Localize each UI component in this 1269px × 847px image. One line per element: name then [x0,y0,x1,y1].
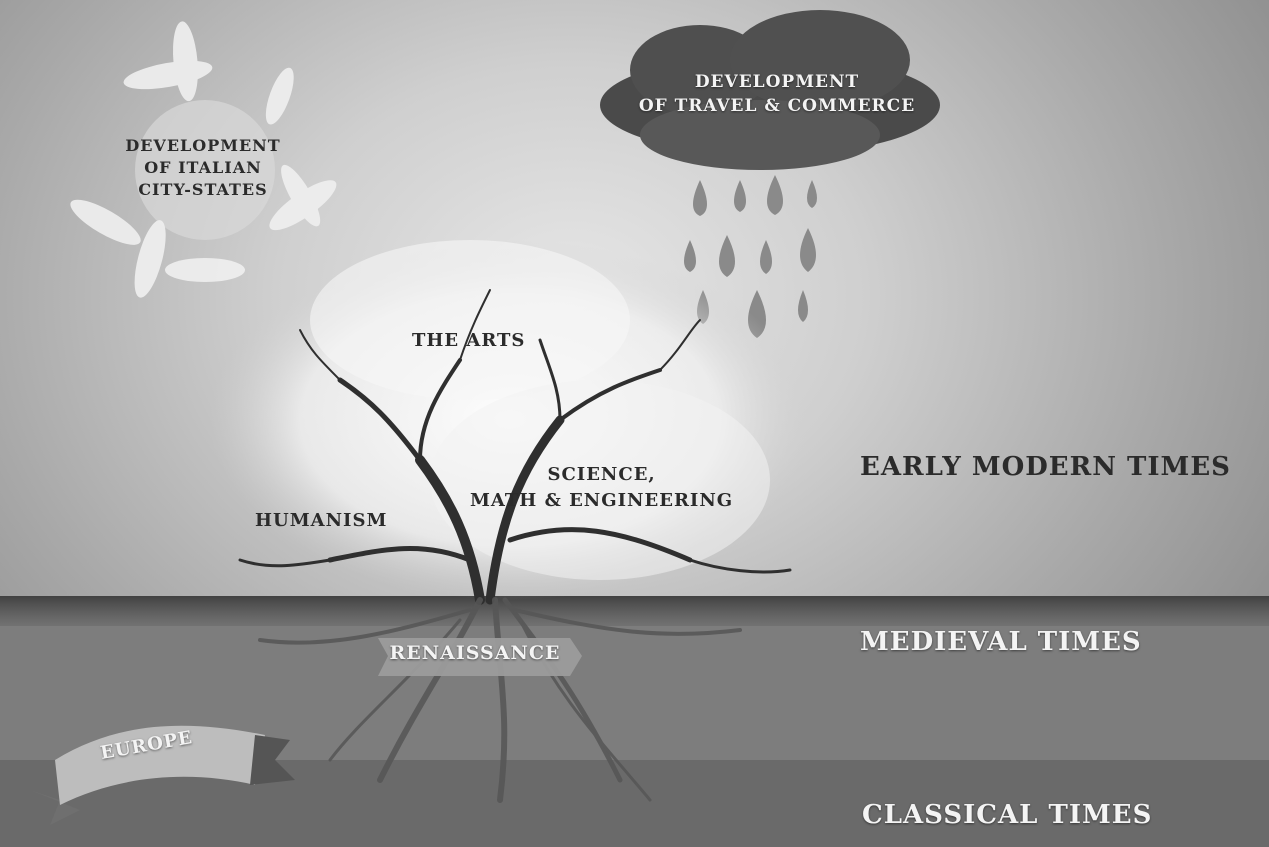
italian-city-states-label: DEVELOPMENT OF ITALIAN CITY-STATES [108,135,298,201]
sun-line-1: DEVELOPMENT [108,135,298,157]
sun-line-3: CITY-STATES [108,179,298,201]
humanism-label: HUMANISM [255,510,387,531]
medieval-times-label: MEDIEVAL TIMES [860,627,1142,657]
early-modern-times-label: EARLY MODERN TIMES [860,452,1231,482]
the-arts-label: THE ARTS [412,330,525,351]
cloud-line-1: DEVELOPMENT [612,70,942,94]
cloud-line-2: OF TRAVEL & COMMERCE [612,94,942,118]
sun-line-2: OF ITALIAN [108,157,298,179]
classical-times-label: CLASSICAL TIMES [862,800,1152,830]
science-math-engineering-label: SCIENCE, MATH & ENGINEERING [470,462,733,514]
travel-commerce-label: DEVELOPMENT OF TRAVEL & COMMERCE [612,70,942,118]
tree-canopy [210,240,810,600]
science-line-1: SCIENCE, [470,462,733,488]
ground-horizon [0,596,1269,626]
science-line-2: MATH & ENGINEERING [470,488,733,514]
renaissance-label: RENAISSANCE [380,642,570,664]
